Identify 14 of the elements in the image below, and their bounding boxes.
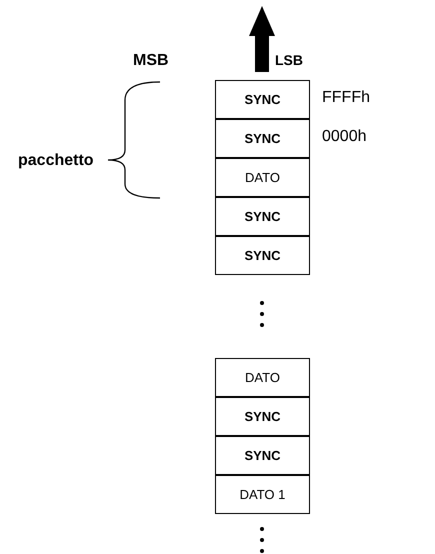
hex-value: FFFFh [322, 89, 370, 107]
stack-cell: SYNC [215, 436, 310, 475]
stack-cell: SYNC [215, 119, 310, 158]
stack-cell: SYNC [215, 397, 310, 436]
stack-cell: SYNC [215, 236, 310, 275]
bit-label: LSB [275, 52, 303, 68]
stack-cell: DATO 1 [215, 475, 310, 514]
hex-value: 0000h [322, 128, 366, 146]
stack-cell: SYNC [215, 197, 310, 236]
stack-cell: DATO [215, 158, 310, 197]
stack-cell: DATO [215, 358, 310, 397]
bracket-label: pacchetto [18, 152, 94, 170]
stack-cell: SYNC [215, 80, 310, 119]
bit-label: MSB [133, 52, 169, 70]
